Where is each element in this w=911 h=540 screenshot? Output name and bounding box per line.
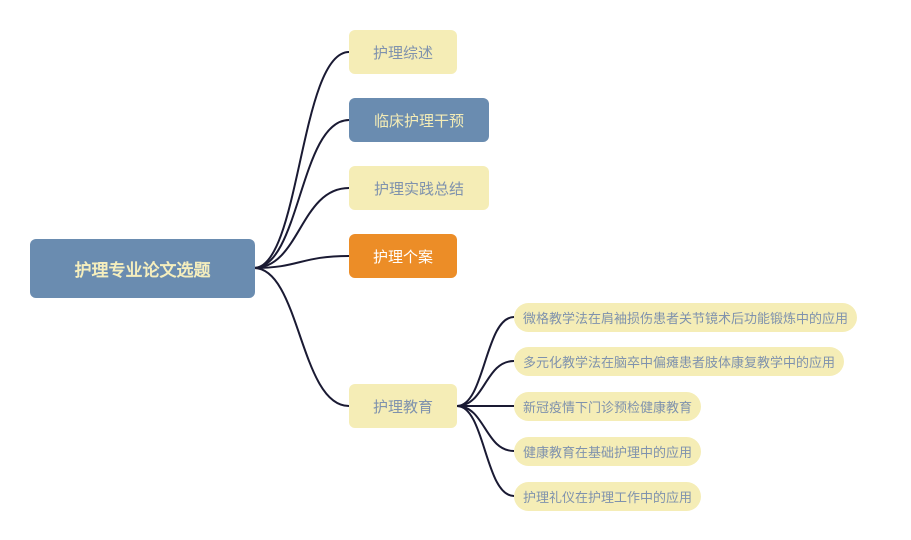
leaf-node-basic-nursing-education[interactable]: 健康教育在基础护理中的应用 xyxy=(514,437,702,466)
branch-node-case-study[interactable]: 护理个案 xyxy=(349,234,457,278)
connector-branch-leaf-3 xyxy=(456,405,515,452)
branch-node-clinical-intervention[interactable]: 临床护理干预 xyxy=(349,98,489,142)
connector-branch-leaf-1 xyxy=(456,360,515,407)
connector-root-branch-1 xyxy=(253,119,350,269)
leaf-node-covid-triage-education[interactable]: 新冠疫情下门诊预检健康教育 xyxy=(514,392,702,421)
connector-root-branch-2 xyxy=(253,187,350,269)
branch-node-education[interactable]: 护理教育 xyxy=(349,384,457,428)
leaf-node-microteaching[interactable]: 微格教学法在肩袖损伤患者关节镜术后功能锻炼中的应用 xyxy=(514,303,858,332)
connector-root-branch-3 xyxy=(253,255,350,269)
leaf-node-diversified-teaching[interactable]: 多元化教学法在脑卒中偏瘫患者肢体康复教学中的应用 xyxy=(514,347,845,376)
root-node[interactable]: 护理专业论文选题 xyxy=(30,239,255,298)
connector-branch-leaf-4 xyxy=(456,405,515,497)
branch-node-practice-summary[interactable]: 护理实践总结 xyxy=(349,166,489,210)
branch-node-review[interactable]: 护理综述 xyxy=(349,30,457,74)
leaf-node-nursing-etiquette[interactable]: 护理礼仪在护理工作中的应用 xyxy=(514,482,702,511)
connector-root-branch-4 xyxy=(253,267,350,407)
connector-root-branch-0 xyxy=(253,51,350,269)
connector-branch-leaf-0 xyxy=(456,316,515,407)
